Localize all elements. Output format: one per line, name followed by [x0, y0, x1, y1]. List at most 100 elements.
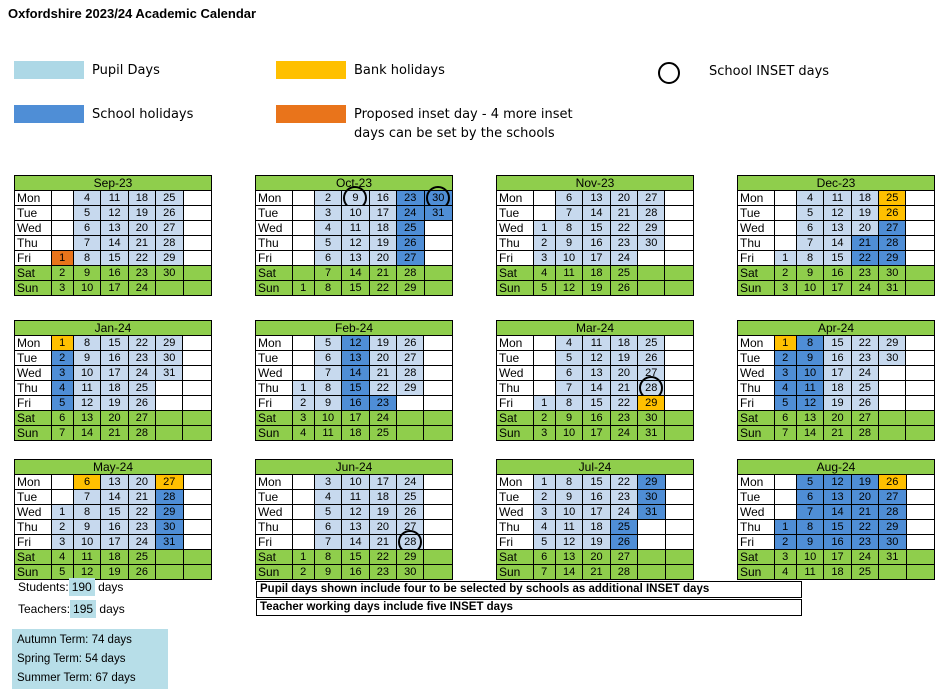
date-cell: 9 — [72, 265, 102, 281]
date-number: 29 — [886, 251, 899, 264]
date-number: 20 — [135, 475, 149, 488]
date-cell: 31 — [423, 205, 453, 221]
day-name: Tue — [496, 489, 534, 505]
date-cell: 12 — [582, 350, 611, 366]
date-number: 4 — [541, 520, 548, 533]
date-cell: 14 — [795, 425, 825, 441]
date-number: 8 — [807, 336, 814, 349]
date-number: 25 — [376, 426, 389, 439]
date-number: 27 — [163, 475, 176, 488]
date-cell — [637, 564, 666, 580]
date-number: 9 — [84, 520, 91, 533]
date-number: 1 — [782, 520, 789, 533]
day-name: Thu — [255, 380, 293, 396]
date-number: 1 — [300, 281, 307, 294]
date-cell: 3 — [532, 250, 556, 266]
date-number: 30 — [163, 351, 176, 364]
date-cell: 26 — [396, 235, 425, 251]
date-cell: 3 — [532, 504, 556, 520]
date-number: 6 — [541, 550, 548, 563]
date-cell: 31 — [637, 425, 666, 441]
date-number: 24 — [858, 281, 871, 294]
date-cell — [664, 395, 694, 411]
date-number: 12 — [349, 505, 362, 518]
date-number: 11 — [322, 426, 334, 439]
month-header: Aug-24 — [737, 459, 935, 475]
date-number: 13 — [803, 411, 817, 424]
month-header: Apr-24 — [737, 320, 935, 336]
date-cell: 12 — [823, 205, 852, 221]
date-cell: 23 — [850, 350, 880, 366]
date-number: 25 — [135, 381, 148, 394]
date-cell: 29 — [396, 380, 425, 396]
date-cell — [155, 380, 184, 396]
date-cell: 17 — [823, 280, 852, 296]
note-teacher-days: Teacher working days include five INSET … — [256, 599, 802, 616]
date-cell: 26 — [609, 280, 639, 296]
day-name: Mon — [14, 190, 52, 206]
date-number: 7 — [807, 505, 814, 518]
date-number: 18 — [108, 381, 121, 394]
date-cell — [878, 365, 907, 381]
date-number: 6 — [84, 221, 91, 234]
date-number: 23 — [135, 266, 149, 279]
date-number: 20 — [376, 351, 389, 364]
date-cell: 12 — [341, 335, 370, 351]
date-cell: 9 — [313, 564, 343, 580]
date-number: 20 — [831, 411, 844, 424]
date-cell: 29 — [878, 250, 907, 266]
date-cell: 11 — [100, 190, 129, 206]
date-number: 26 — [163, 206, 176, 219]
date-cell — [637, 250, 666, 266]
date-number: 29 — [886, 520, 899, 533]
date-number: 28 — [135, 426, 148, 439]
date-cell — [182, 489, 212, 505]
date-number: 17 — [831, 281, 844, 294]
date-number: 16 — [108, 266, 121, 279]
date-number: 2 — [541, 236, 548, 249]
date-cell: 15 — [100, 335, 129, 351]
date-number: 16 — [590, 490, 603, 503]
date-cell — [182, 519, 212, 535]
day-name: Tue — [14, 205, 52, 221]
date-number: 14 — [831, 505, 844, 518]
date-cell: 27 — [637, 365, 666, 381]
date-cell — [291, 220, 315, 236]
date-cell: 11 — [795, 380, 825, 396]
date-cell: 13 — [582, 190, 611, 206]
date-cell: 4 — [50, 549, 74, 565]
date-cell: 19 — [368, 335, 398, 351]
date-cell: 9 — [795, 265, 825, 281]
date-number: 5 — [84, 206, 91, 219]
date-cell: 7 — [313, 365, 343, 381]
date-cell — [423, 335, 453, 351]
date-cell: 23 — [396, 190, 425, 206]
month-header: Dec-23 — [737, 175, 935, 191]
date-cell — [155, 410, 184, 426]
date-cell — [532, 205, 556, 221]
date-number: 20 — [376, 251, 390, 264]
date-number: 6 — [566, 366, 573, 379]
date-number: 20 — [858, 221, 871, 234]
date-cell: 2 — [532, 410, 556, 426]
date-number: 24 — [617, 251, 630, 264]
date-cell: 27 — [127, 410, 157, 426]
date-number: 11 — [81, 381, 93, 394]
term-summer: Summer Term: 67 days — [17, 672, 136, 684]
date-cell: 25 — [127, 380, 157, 396]
date-number: 17 — [831, 366, 844, 379]
date-cell — [664, 265, 694, 281]
date-number: 11 — [563, 266, 575, 279]
date-cell — [773, 205, 797, 221]
date-number: 11 — [804, 565, 816, 578]
date-cell — [291, 335, 315, 351]
